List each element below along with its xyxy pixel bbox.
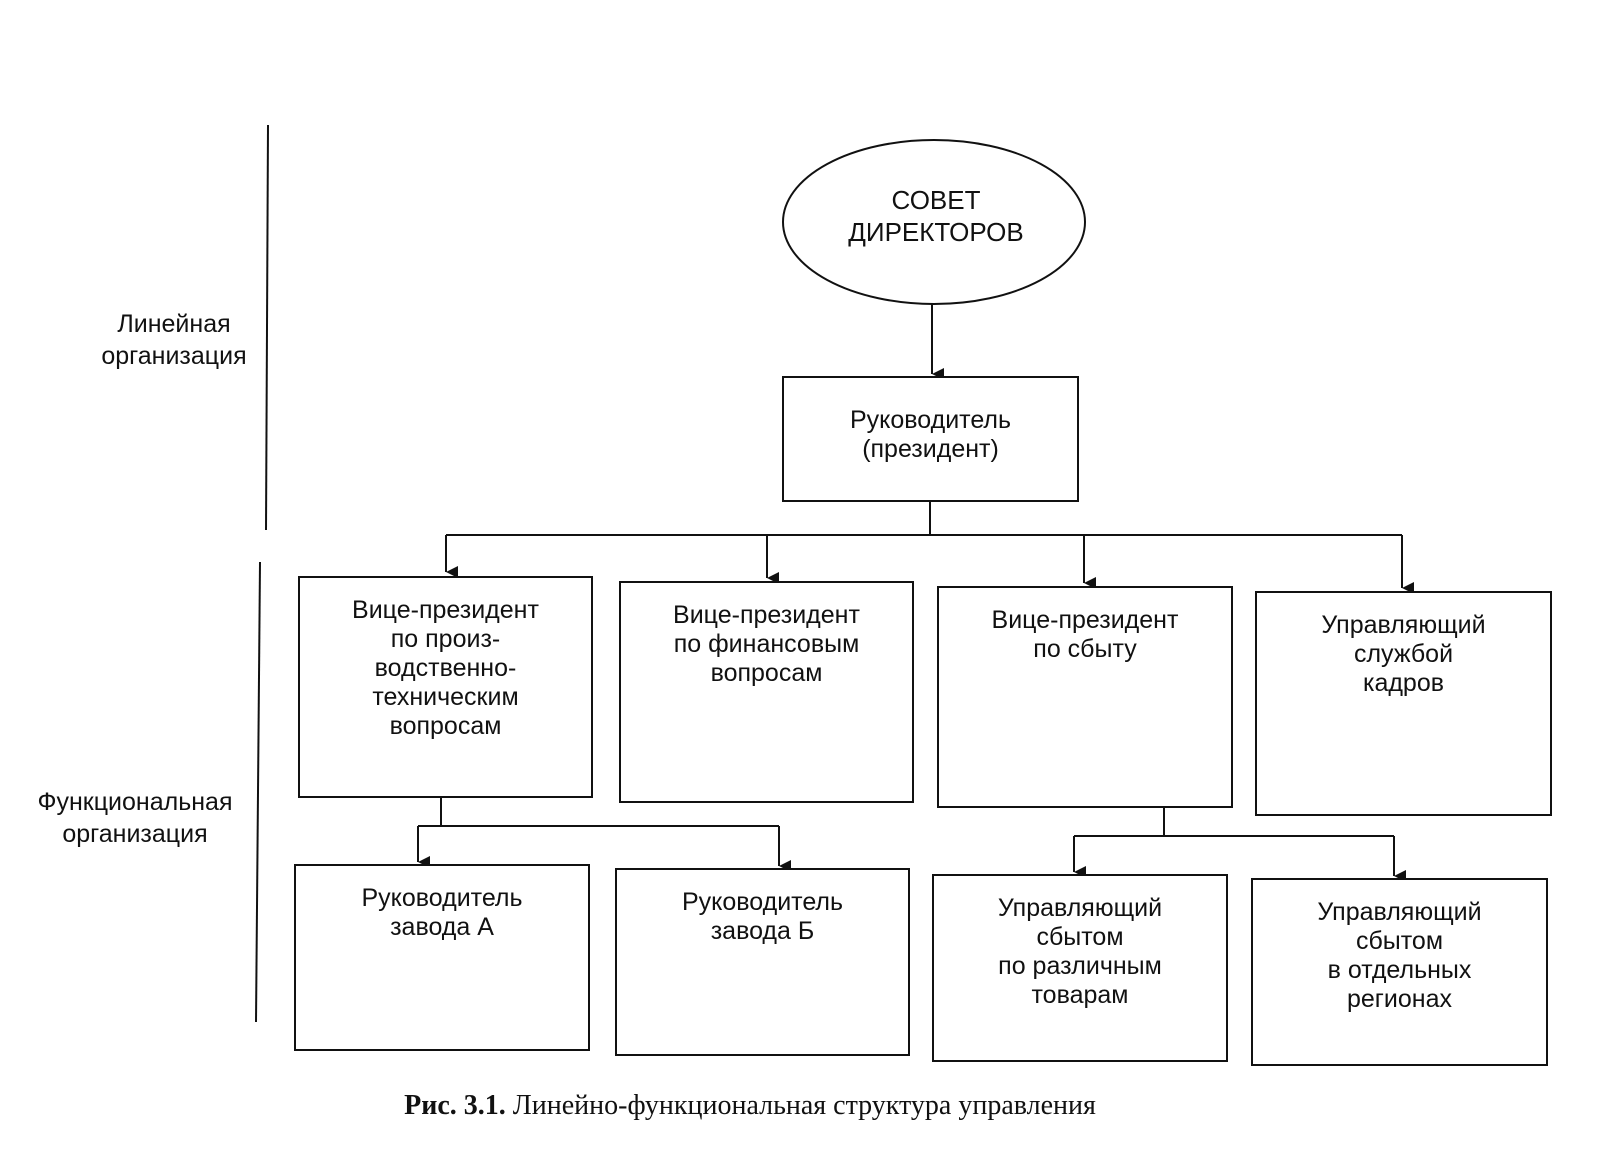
vp-production-box: Вице-президент по произ- водственно- тех… [298, 576, 593, 798]
figure-caption-text: Линейно-функциональная структура управле… [512, 1090, 1096, 1121]
figure-caption: Рис. 3.1. Линейно-функциональная структу… [300, 1090, 1200, 1122]
vp-sales-box: Вице-президент по сбыту [937, 586, 1233, 808]
functional-organization-label: Функциональная организация [18, 786, 252, 850]
president-line-1: Руководитель [849, 406, 1012, 434]
sales-products-line-4: товарам [1031, 981, 1129, 1009]
vp-production-line-1: Вице-президент [352, 596, 539, 624]
linear-label-line-1: Линейная [117, 310, 231, 338]
board-line-1: СОВЕТ [891, 185, 981, 215]
hr-manager-box: Управляющий службой кадров [1255, 591, 1552, 816]
sales-products-line-2: сбытом [1036, 923, 1124, 951]
hr-manager-line-3: кадров [1362, 669, 1445, 697]
board-of-directors-label: СОВЕТ ДИРЕКТОРОВ [783, 184, 1089, 248]
sales-regions-line-4: регионах [1346, 985, 1452, 1013]
sales-products-line-1: Управляющий [997, 894, 1163, 922]
sales-regions-line-3: в отдельных [1327, 956, 1472, 984]
vp-finance-box: Вице-президент по финансовым вопросам [619, 581, 914, 803]
sales-products-line-3: по различным [998, 952, 1162, 980]
president-line-2: (президент) [862, 435, 999, 463]
plant-b-head-box: Руководитель завода Б [615, 868, 910, 1056]
vp-finance-line-1: Вице-президент [673, 601, 860, 629]
vp-production-line-5: вопросам [389, 712, 502, 740]
functional-section-divider [255, 561, 261, 1023]
board-line-2: ДИРЕКТОРОВ [848, 217, 1024, 247]
vp-production-line-3: водственно- [374, 654, 517, 682]
vp-production-line-4: техническим [372, 683, 519, 711]
board-ellipse [782, 139, 1086, 305]
hr-manager-line-2: службой [1353, 640, 1454, 668]
plant-a-line-2: завода А [390, 913, 494, 941]
linear-label-line-2: организация [101, 342, 247, 370]
vp-finance-line-3: вопросам [710, 659, 823, 687]
sales-by-product-box: Управляющий сбытом по различным товарам [932, 874, 1228, 1062]
vp-production-line-2: по произ- [390, 625, 501, 653]
vp-finance-line-2: по финансовым [673, 630, 860, 658]
plant-a-head-box: Руководитель завода А [294, 864, 590, 1051]
functional-label-line-2: организация [62, 820, 208, 848]
president-box: Руководитель (президент) [782, 376, 1079, 502]
vp-sales-line-1: Вице-президент [991, 606, 1179, 634]
plant-b-line-1: Руководитель [681, 888, 844, 916]
hr-manager-line-1: Управляющий [1321, 611, 1486, 639]
sales-regions-line-2: сбытом [1355, 927, 1444, 955]
vp-sales-line-2: по сбыту [1033, 635, 1137, 663]
sales-by-region-box: Управляющий сбытом в отдельных регионах [1251, 878, 1548, 1066]
plant-a-line-1: Руководитель [361, 884, 523, 912]
functional-label-line-1: Функциональная [37, 788, 233, 816]
linear-section-divider [265, 124, 269, 531]
sales-regions-line-1: Управляющий [1317, 898, 1482, 926]
figure-number: Рис. 3.1. [404, 1090, 506, 1121]
plant-b-line-2: завода Б [710, 917, 815, 945]
linear-organization-label: Линейная организация [86, 308, 262, 372]
